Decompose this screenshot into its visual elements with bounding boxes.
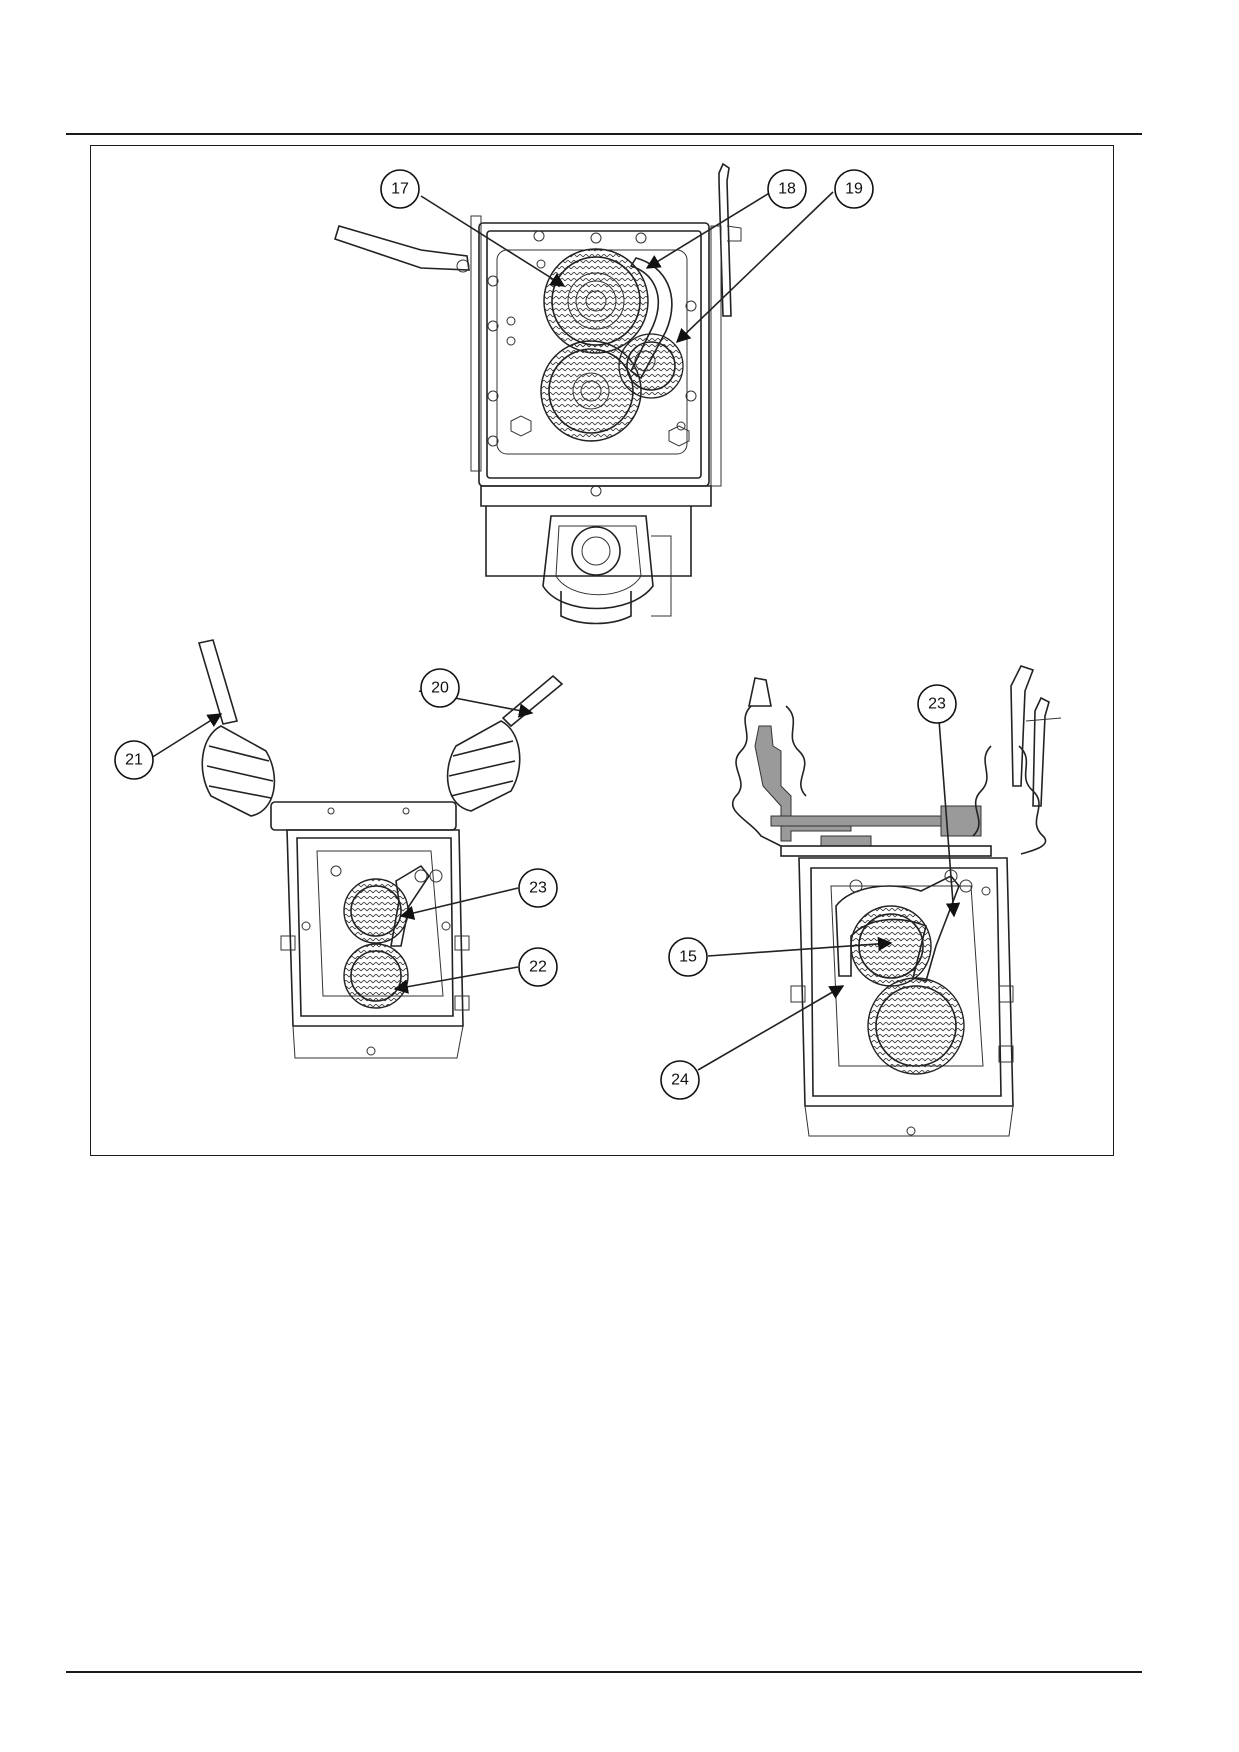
- svg-text:22: 22: [529, 959, 547, 976]
- lower-right-assembly: [731, 665, 1062, 1137]
- svg-text:23: 23: [928, 696, 946, 713]
- gearbox-drawing: 17 18 19 20 21 23 22 23 15 24: [114, 162, 1062, 1137]
- footer-rule: [66, 1671, 1142, 1673]
- svg-text:19: 19: [845, 181, 863, 198]
- callout-21: 21: [114, 740, 154, 780]
- lower-left-assembly: [197, 639, 564, 1059]
- callout-19: 19: [834, 169, 874, 209]
- svg-text:15: 15: [679, 949, 697, 966]
- callout-23-left: 23: [518, 868, 558, 908]
- callout-24: 24: [660, 1060, 700, 1100]
- svg-text:21: 21: [125, 752, 143, 769]
- svg-text:24: 24: [671, 1072, 689, 1089]
- svg-text:18: 18: [778, 181, 796, 198]
- header-rule: [66, 133, 1142, 135]
- callout-15: 15: [668, 937, 708, 977]
- callout-17: 17: [380, 169, 420, 209]
- callout-18: 18: [767, 169, 807, 209]
- top-assembly: [334, 162, 742, 625]
- svg-text:23: 23: [529, 880, 547, 897]
- callout-23-right: 23: [917, 684, 957, 724]
- exploded-view-figure: 17 18 19 20 21 23 22 23 15 24: [90, 145, 1114, 1156]
- callout-22: 22: [518, 947, 558, 987]
- svg-text:20: 20: [431, 680, 449, 697]
- svg-text:17: 17: [391, 181, 409, 198]
- callout-20: 20: [420, 668, 460, 708]
- leader-lines: [150, 191, 961, 1071]
